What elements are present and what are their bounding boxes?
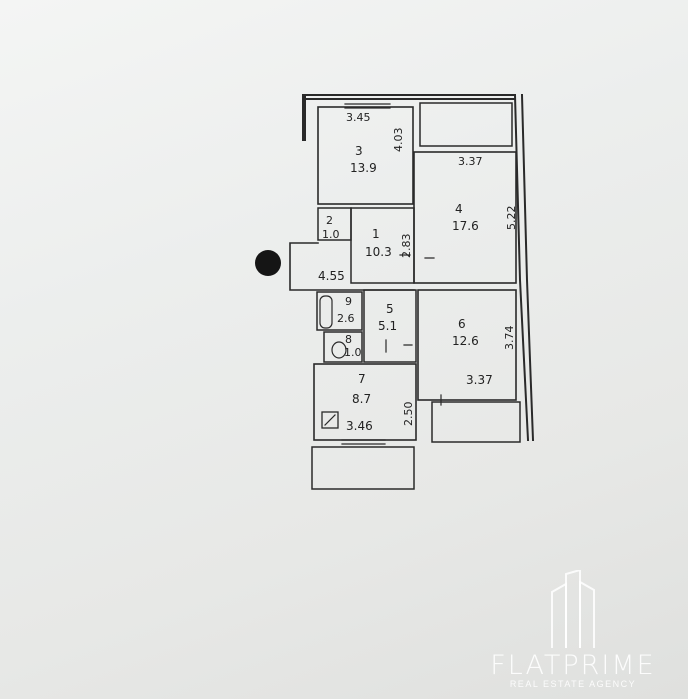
balcony-right: [431, 401, 521, 443]
room-3-width-label: 3.45: [346, 111, 371, 124]
room-7-number: 7: [358, 372, 366, 386]
buildings-logo-icon: [551, 570, 595, 648]
room-3-depth-label: 4.03: [392, 128, 405, 153]
room-2-number: 2: [326, 214, 333, 227]
room-6-outline: [417, 289, 517, 401]
kitchen-stove: [321, 411, 339, 429]
room-3-outline: [317, 106, 414, 205]
room-5-outline: [363, 289, 417, 363]
room-3-area: 13.9: [350, 161, 377, 175]
room-1-outline: [350, 207, 415, 284]
room-4-depth-label: 5.22: [505, 206, 518, 231]
balcony-top: [419, 102, 513, 147]
toilet-bowl: [331, 341, 347, 359]
room-7-width-label: 3.46: [346, 419, 373, 433]
room-9-outline: [316, 291, 363, 331]
stove-mark: [324, 414, 336, 426]
room-4-number: 4: [455, 202, 463, 216]
balcony-bottom: [311, 446, 415, 490]
brand-name: FLATPRIME: [490, 650, 656, 681]
outer-wall-top: [304, 94, 516, 100]
room-6-depth-label: 3.74: [503, 326, 516, 351]
room-5-area: 5.1: [378, 319, 397, 333]
brand-tagline: REAL ESTATE AGENCY: [509, 679, 637, 689]
room-8-outline: [323, 331, 363, 363]
room-1-area: 10.3: [365, 245, 392, 259]
outer-wall-right: [513, 93, 535, 442]
room-6-area: 12.6: [452, 334, 479, 348]
room-6-width-label: 3.37: [466, 373, 493, 387]
room-8-area: 1.0: [344, 346, 362, 359]
room-4-outline: [413, 151, 517, 284]
room-8-number: 8: [345, 333, 352, 346]
door-marks: [385, 254, 442, 406]
agency-watermark: FLATPRIME REAL ESTATE AGENCY: [478, 570, 668, 689]
room-1-depth-label: 2.83: [400, 234, 413, 259]
room-7-window: [341, 439, 386, 445]
room-4-area: 17.6: [452, 219, 479, 233]
room-9-area: 2.6: [337, 312, 355, 325]
room-6-number: 6: [458, 317, 466, 331]
room-7-depth-label: 2.50: [402, 402, 415, 427]
corridor-length-label: 4.55: [318, 269, 345, 283]
room-9-number: 9: [345, 295, 352, 308]
room-7-area: 8.7: [352, 392, 371, 406]
stairwell-icon: [255, 250, 281, 276]
room-5-number: 5: [386, 302, 394, 316]
room-4-width-label: 3.37: [458, 155, 483, 168]
room-1-number: 1: [372, 227, 380, 241]
bathtub: [319, 295, 333, 329]
room-2-area: 1.0: [322, 228, 340, 241]
outer-wall-left: [302, 94, 306, 141]
room-3-number: 3: [355, 144, 363, 158]
room-3-window: [344, 103, 391, 109]
